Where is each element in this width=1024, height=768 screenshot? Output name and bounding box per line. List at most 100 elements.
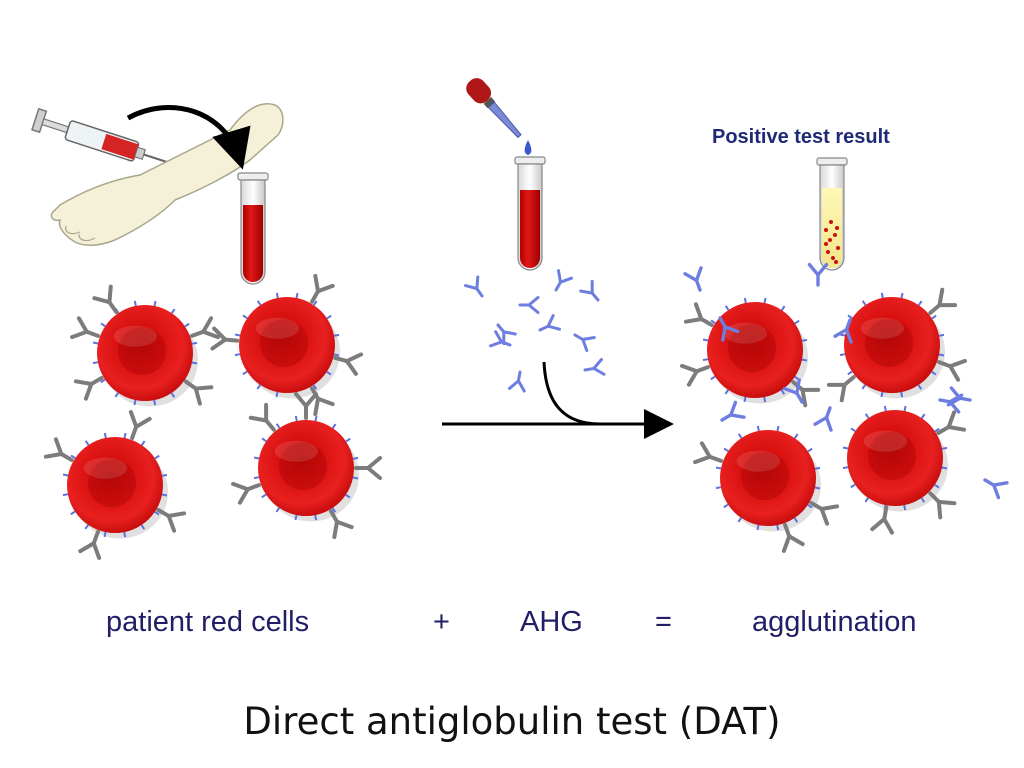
antigen-tick xyxy=(801,358,808,362)
igg-antibody xyxy=(92,284,119,315)
page-title: Direct antiglobulin test (DAT) xyxy=(243,700,781,743)
red-cell xyxy=(842,405,967,535)
antigen-tick xyxy=(850,427,856,433)
antigen-tick xyxy=(312,300,318,306)
antigen-tick xyxy=(780,389,786,395)
antigen-tick xyxy=(294,514,298,521)
red-cell xyxy=(693,425,840,553)
ahg-antibody xyxy=(464,275,484,298)
antigen-tick xyxy=(934,483,940,489)
antigen-tick xyxy=(62,473,69,477)
ahg-antibody xyxy=(489,330,512,348)
antigen-tick xyxy=(326,370,332,376)
antigen-tick xyxy=(314,514,318,521)
antigen-tick xyxy=(861,300,867,306)
igg-antibody xyxy=(310,273,335,304)
red-cell xyxy=(231,392,382,540)
agglutination-group xyxy=(680,262,1009,553)
antigen-tick xyxy=(847,370,853,376)
antigen-tick xyxy=(842,446,849,450)
ahg-antibody xyxy=(507,370,526,393)
antigen-tick xyxy=(103,531,107,538)
antigen-tick xyxy=(326,314,332,320)
igg-antibody xyxy=(781,522,805,553)
ahg-antibody xyxy=(538,314,561,332)
igg-antibody xyxy=(683,302,714,327)
antigen-tick xyxy=(133,300,137,307)
antigen-tick xyxy=(743,297,747,304)
igg-antibody xyxy=(936,410,967,435)
clump-dot xyxy=(835,226,839,230)
antigen-tick xyxy=(184,322,190,328)
igg-antibody xyxy=(329,509,354,540)
antigen-tick xyxy=(161,493,168,497)
ahg-crosslink-antibody xyxy=(718,316,740,342)
antigen-tick xyxy=(191,341,198,345)
antigen-tick xyxy=(776,425,780,432)
igg-antibody xyxy=(928,491,957,520)
igg-antibody xyxy=(826,375,856,403)
ahg-antibody xyxy=(518,296,540,314)
igg-antibody xyxy=(936,358,967,382)
antigen-tick xyxy=(710,375,716,381)
antigen-tick xyxy=(724,305,730,311)
antigen-tick xyxy=(140,440,146,446)
clump-dot xyxy=(824,242,828,246)
antigen-tick xyxy=(331,423,337,429)
igg-antibody xyxy=(928,287,958,315)
dropper-icon xyxy=(466,78,532,155)
antigen-tick xyxy=(84,524,90,530)
ahg-crosslink-antibody xyxy=(833,318,853,344)
antigen-tick xyxy=(723,447,729,453)
antigen-tick xyxy=(92,361,99,365)
caption-equals-sign: = xyxy=(655,606,672,638)
ahg-crosslink-antibody xyxy=(683,266,703,292)
antigen-tick xyxy=(345,493,351,499)
clump-dot xyxy=(824,228,828,232)
antigen-tick xyxy=(941,446,948,450)
antigen-tick xyxy=(191,361,198,365)
ahg-join-curve xyxy=(542,361,601,426)
antigen-tick xyxy=(154,510,160,516)
antigen-tick xyxy=(333,353,340,357)
antigen-tick xyxy=(702,338,709,342)
antigen-tick xyxy=(756,425,760,432)
antigen-tick xyxy=(140,524,146,530)
antigen-tick xyxy=(900,292,904,299)
antigen-tick xyxy=(133,399,137,406)
antigen-tick xyxy=(242,314,248,320)
transfer-arrow-curve xyxy=(126,104,251,170)
antigen-tick xyxy=(780,305,786,311)
ahg-antibodies-group xyxy=(464,269,606,393)
caption-agglutination: agglutination xyxy=(752,606,917,638)
antigen-tick xyxy=(847,314,853,320)
antigen-tick xyxy=(123,432,127,439)
antigen-tick xyxy=(900,391,904,398)
igg-antibody xyxy=(870,505,894,535)
antigen-tick xyxy=(920,497,926,503)
antigen-tick xyxy=(234,333,241,337)
red-cell xyxy=(826,287,967,403)
antigen-tick xyxy=(253,456,260,460)
antigen-tick xyxy=(763,297,767,304)
antigen-tick xyxy=(261,493,267,499)
antigen-tick xyxy=(153,300,157,307)
result-label: Positive test result xyxy=(712,126,890,148)
igg-antibody xyxy=(189,316,220,340)
clump-dot xyxy=(833,233,837,237)
antigen-tick xyxy=(941,466,948,470)
antigen-tick xyxy=(931,314,937,320)
igg-antibody xyxy=(70,316,101,340)
antigen-tick xyxy=(154,454,160,460)
antigen-tick xyxy=(84,440,90,446)
red-cell xyxy=(210,273,364,417)
antigen-tick xyxy=(920,413,926,419)
caption-plus-sign: + xyxy=(433,606,450,638)
igg-antibody xyxy=(73,376,104,401)
antigen-tick xyxy=(242,370,248,376)
antigen-tick xyxy=(312,384,318,390)
antigen-tick xyxy=(331,507,337,513)
antigen-tick xyxy=(861,384,867,390)
antigen-tick xyxy=(70,510,76,516)
